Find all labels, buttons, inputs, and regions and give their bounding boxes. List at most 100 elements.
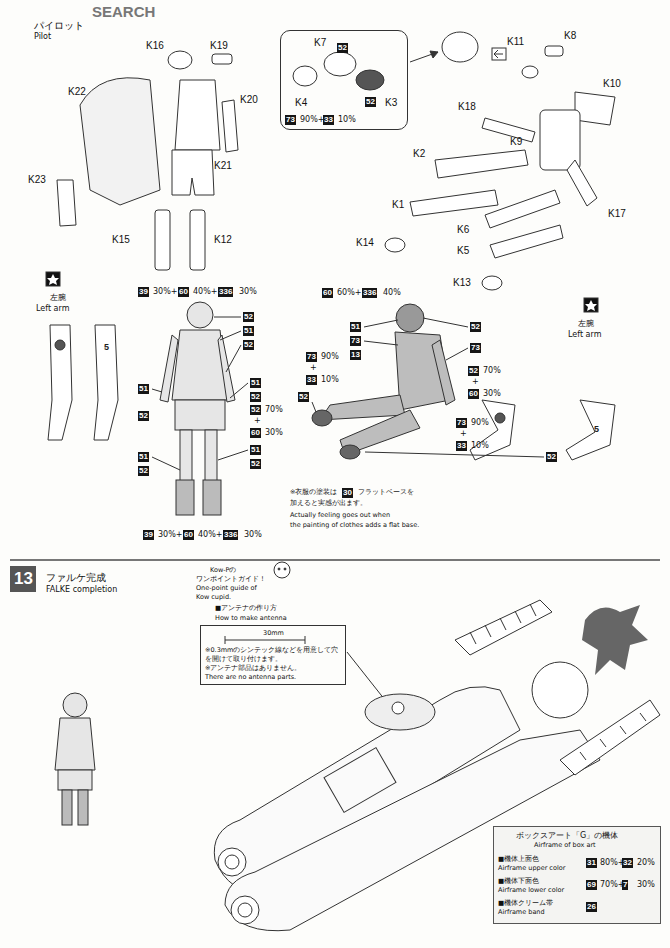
antenna-dimension <box>225 640 305 641</box>
small-note: Airframe band <box>498 908 545 916</box>
note-text: + <box>254 416 261 425</box>
part-number: K11 <box>507 36 524 47</box>
pilot-seated-parts <box>494 50 503 58</box>
part-number: K8 <box>564 30 576 41</box>
antenna-dimension <box>225 636 226 644</box>
small-note: the painting of clothes adds a flat base… <box>290 521 419 529</box>
part-number: K1 <box>392 199 404 210</box>
pilot-seated-parts <box>485 190 560 228</box>
part-number: K3 <box>385 97 397 108</box>
part-number: K23 <box>28 174 46 185</box>
falke-aircraft <box>231 896 259 924</box>
pilot-figure <box>160 302 235 515</box>
pilot-standing-parts <box>172 150 214 195</box>
note-text: + <box>310 363 317 372</box>
pilot-figure <box>55 693 95 825</box>
color-chip: 52 <box>138 466 149 476</box>
antenna-dimension <box>305 636 306 644</box>
pilot-standing-parts <box>168 51 192 69</box>
color-chip: 39 <box>143 530 154 540</box>
note-text: 40%+ <box>198 530 222 539</box>
kow-mascot <box>274 562 290 578</box>
small-note: ■機体上面色 <box>498 855 539 864</box>
leader-line <box>364 341 398 345</box>
part-number: K7 <box>314 37 326 48</box>
pilot-figure <box>187 302 213 328</box>
pilot-figure <box>160 335 178 402</box>
part-number: K9 <box>510 136 522 147</box>
part-number: K17 <box>608 208 626 219</box>
griffin-emblem <box>582 605 648 675</box>
step-heading: パイロット <box>34 19 84 33</box>
pilot-seated-parts <box>567 160 597 206</box>
part-number: K10 <box>603 78 621 89</box>
note-text: 70% <box>483 366 501 375</box>
color-chip: 33 <box>456 441 467 451</box>
note-text: 40%+ <box>193 287 217 296</box>
small-note: ※0.3mmのシンテック線などを用意して穴を開けて取り付けます。 <box>205 646 343 664</box>
leader-line <box>152 389 162 392</box>
note-text: 60%+ <box>337 288 361 297</box>
section-divider <box>10 559 660 561</box>
color-chip: 33 <box>323 115 334 125</box>
pilot-seated-parts <box>482 276 502 290</box>
note-text: 30% <box>637 880 655 889</box>
color-chip: 31 <box>586 858 597 868</box>
leader-line <box>220 331 241 340</box>
part-number: K6 <box>457 224 469 235</box>
color-chip: 52 <box>470 322 481 332</box>
color-chip: 39 <box>138 287 149 297</box>
color-chip: 33 <box>306 375 317 385</box>
color-chip: 52 <box>250 392 261 402</box>
small-note: There are no antenna parts. <box>205 673 296 681</box>
small-note: One-point guide of <box>196 584 257 592</box>
falke-aircraft <box>218 848 246 876</box>
color-chip: 69 <box>586 880 597 890</box>
pilot-seated-parts <box>575 92 615 125</box>
color-chip: 52 <box>250 405 261 415</box>
color-chip: 51 <box>138 452 149 462</box>
note-text: + <box>472 377 479 386</box>
helmet-parts <box>324 52 356 76</box>
small-note: フラットベースを <box>358 488 414 497</box>
color-chip: 51 <box>250 445 261 455</box>
note-text: 90% <box>471 418 489 427</box>
color-chip: 60 <box>468 389 479 399</box>
pilot-standing-parts <box>80 78 160 205</box>
color-chip: 60 <box>250 428 261 438</box>
pilot-figure <box>205 430 217 485</box>
color-chip: 52 <box>546 452 557 462</box>
helmet-parts <box>356 70 384 90</box>
note-text: + <box>460 429 467 438</box>
decal-arm <box>566 400 615 460</box>
part-number: K19 <box>210 40 228 51</box>
helmet-parts <box>293 51 438 90</box>
pilot-seated-parts <box>442 32 478 62</box>
part-number: K15 <box>112 234 130 245</box>
small-note: Actually feeling goes out when <box>290 511 390 519</box>
pilot-seated-parts <box>410 190 498 216</box>
color-chip: 30 <box>342 488 353 498</box>
pilot-standing-parts <box>190 210 205 270</box>
note-text: 30%+ <box>153 287 177 296</box>
note-text: 10% <box>321 375 339 384</box>
pilot-figure <box>63 693 87 717</box>
pilot-figure <box>320 395 405 420</box>
pilot-standing-parts <box>155 210 170 270</box>
pilot-figure <box>180 430 192 485</box>
step-heading: ファルケ完成 <box>46 571 106 585</box>
color-chip: 60 <box>322 288 333 298</box>
color-chip: 52 <box>243 312 254 322</box>
kow-mascot <box>278 568 280 570</box>
leader-line <box>423 318 468 327</box>
part-number: K20 <box>240 94 258 105</box>
color-chip: 13 <box>350 350 361 360</box>
antenna-dimension <box>347 652 385 700</box>
pilot-figure <box>55 718 95 770</box>
pilot-figure <box>312 304 455 459</box>
small-note: ワンポイントガイド！ <box>196 575 266 584</box>
note-text: 10% <box>471 441 489 450</box>
pilot-seated-parts <box>435 150 528 178</box>
color-chip: 51 <box>138 384 149 394</box>
note-text: 80%+ <box>600 858 624 867</box>
